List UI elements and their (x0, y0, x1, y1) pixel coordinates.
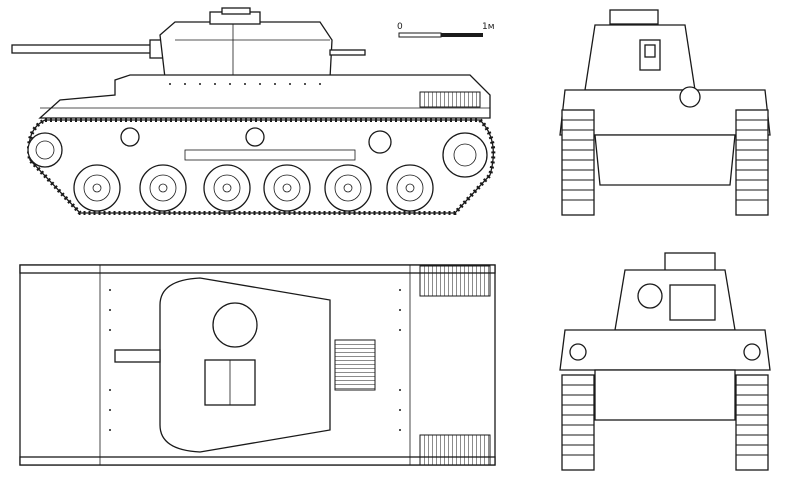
gun-barrel (11, 44, 163, 54)
turret (159, 21, 333, 79)
cupola-rear (664, 252, 716, 272)
track-top-lower (19, 456, 496, 466)
top-view (19, 264, 496, 466)
scale-bar: 0 1м (397, 22, 495, 38)
left-track-front (561, 109, 595, 216)
left-track-rear (561, 374, 595, 471)
side-view (11, 7, 496, 215)
right-track-rear (735, 374, 769, 471)
scale-start-label: 0 (397, 22, 403, 32)
road-wheels (73, 164, 434, 212)
hull-rear (559, 329, 771, 371)
cupola-top (212, 302, 258, 348)
front-view (559, 9, 771, 216)
rear-view (559, 252, 771, 471)
engine-deck (334, 339, 376, 391)
drive-sprocket (27, 132, 63, 168)
idler-wheel (442, 132, 488, 178)
right-track-front (735, 109, 769, 216)
hull (38, 74, 491, 119)
cupola-front (609, 9, 659, 25)
track-top-upper (19, 264, 496, 274)
scale-end-label: 1м (482, 22, 495, 32)
gun-top (114, 349, 161, 363)
engine-grille (419, 91, 481, 108)
